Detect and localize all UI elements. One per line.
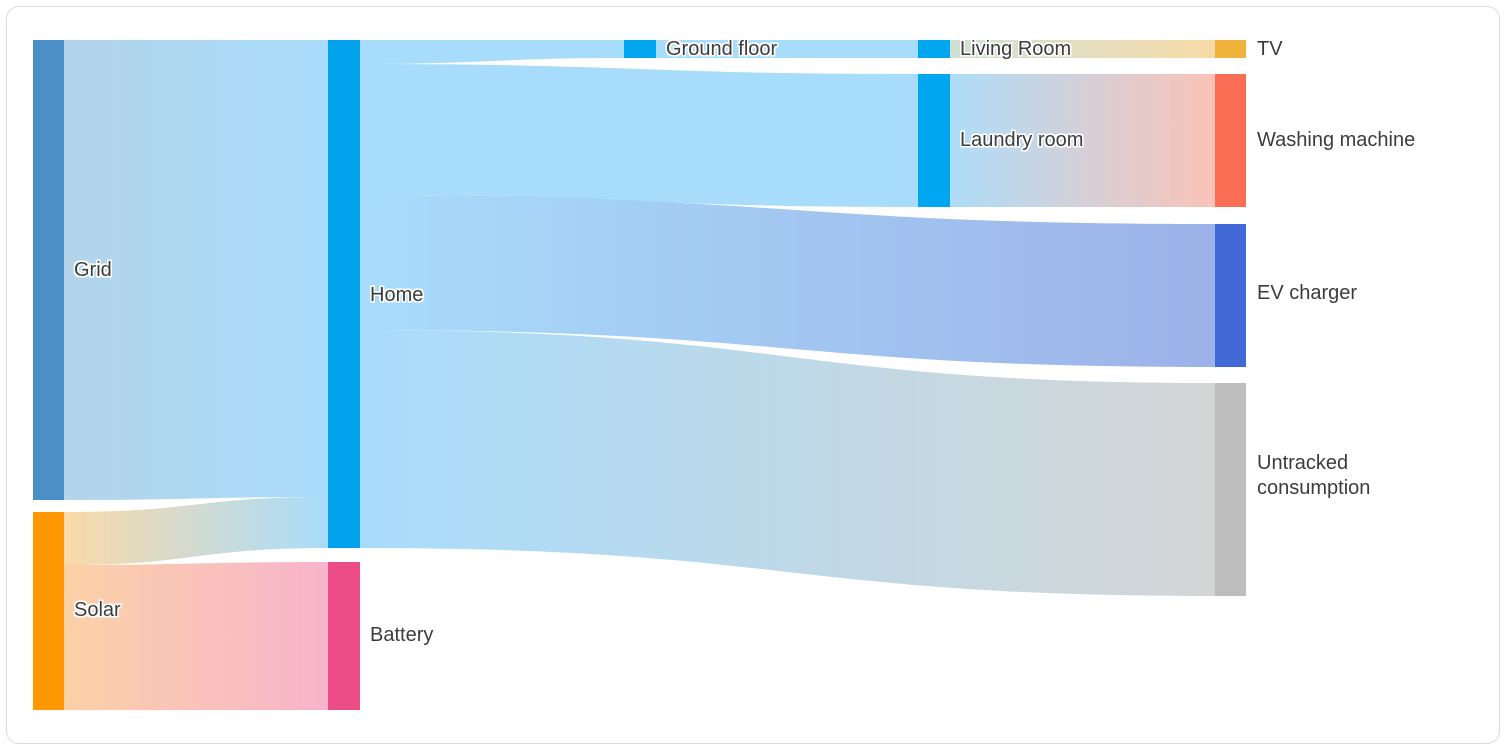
sankey-node-solar[interactable] [33,512,64,710]
sankey-node-groundfloor[interactable] [624,40,656,58]
sankey-link-grid-home[interactable] [64,40,328,500]
sankey-link-livingroom-tv[interactable] [950,40,1215,58]
sankey-link-home-groundfloor[interactable] [360,40,624,64]
sankey-links-layer [64,40,1215,710]
sankey-nodes-layer [33,40,1246,710]
sankey-node-tv[interactable] [1215,40,1246,58]
sankey-link-home-ev[interactable] [360,195,1215,367]
sankey-link-solar-home[interactable] [64,497,328,565]
sankey-node-laundry[interactable] [918,74,950,207]
sankey-node-grid[interactable] [33,40,64,500]
sankey-link-solar-battery[interactable] [64,562,328,710]
sankey-link-home-untracked[interactable] [360,330,1215,596]
sankey-node-washer[interactable] [1215,74,1246,207]
sankey-node-home[interactable] [328,40,360,548]
sankey-node-battery[interactable] [328,562,360,710]
sankey-node-livingroom[interactable] [918,40,950,58]
sankey-link-laundry-washer[interactable] [950,74,1215,207]
sankey-link-home-laundry[interactable] [360,64,918,207]
sankey-node-untracked[interactable] [1215,383,1246,596]
sankey-node-ev[interactable] [1215,224,1246,367]
sankey-link-groundfloor-livingroom[interactable] [656,40,918,58]
